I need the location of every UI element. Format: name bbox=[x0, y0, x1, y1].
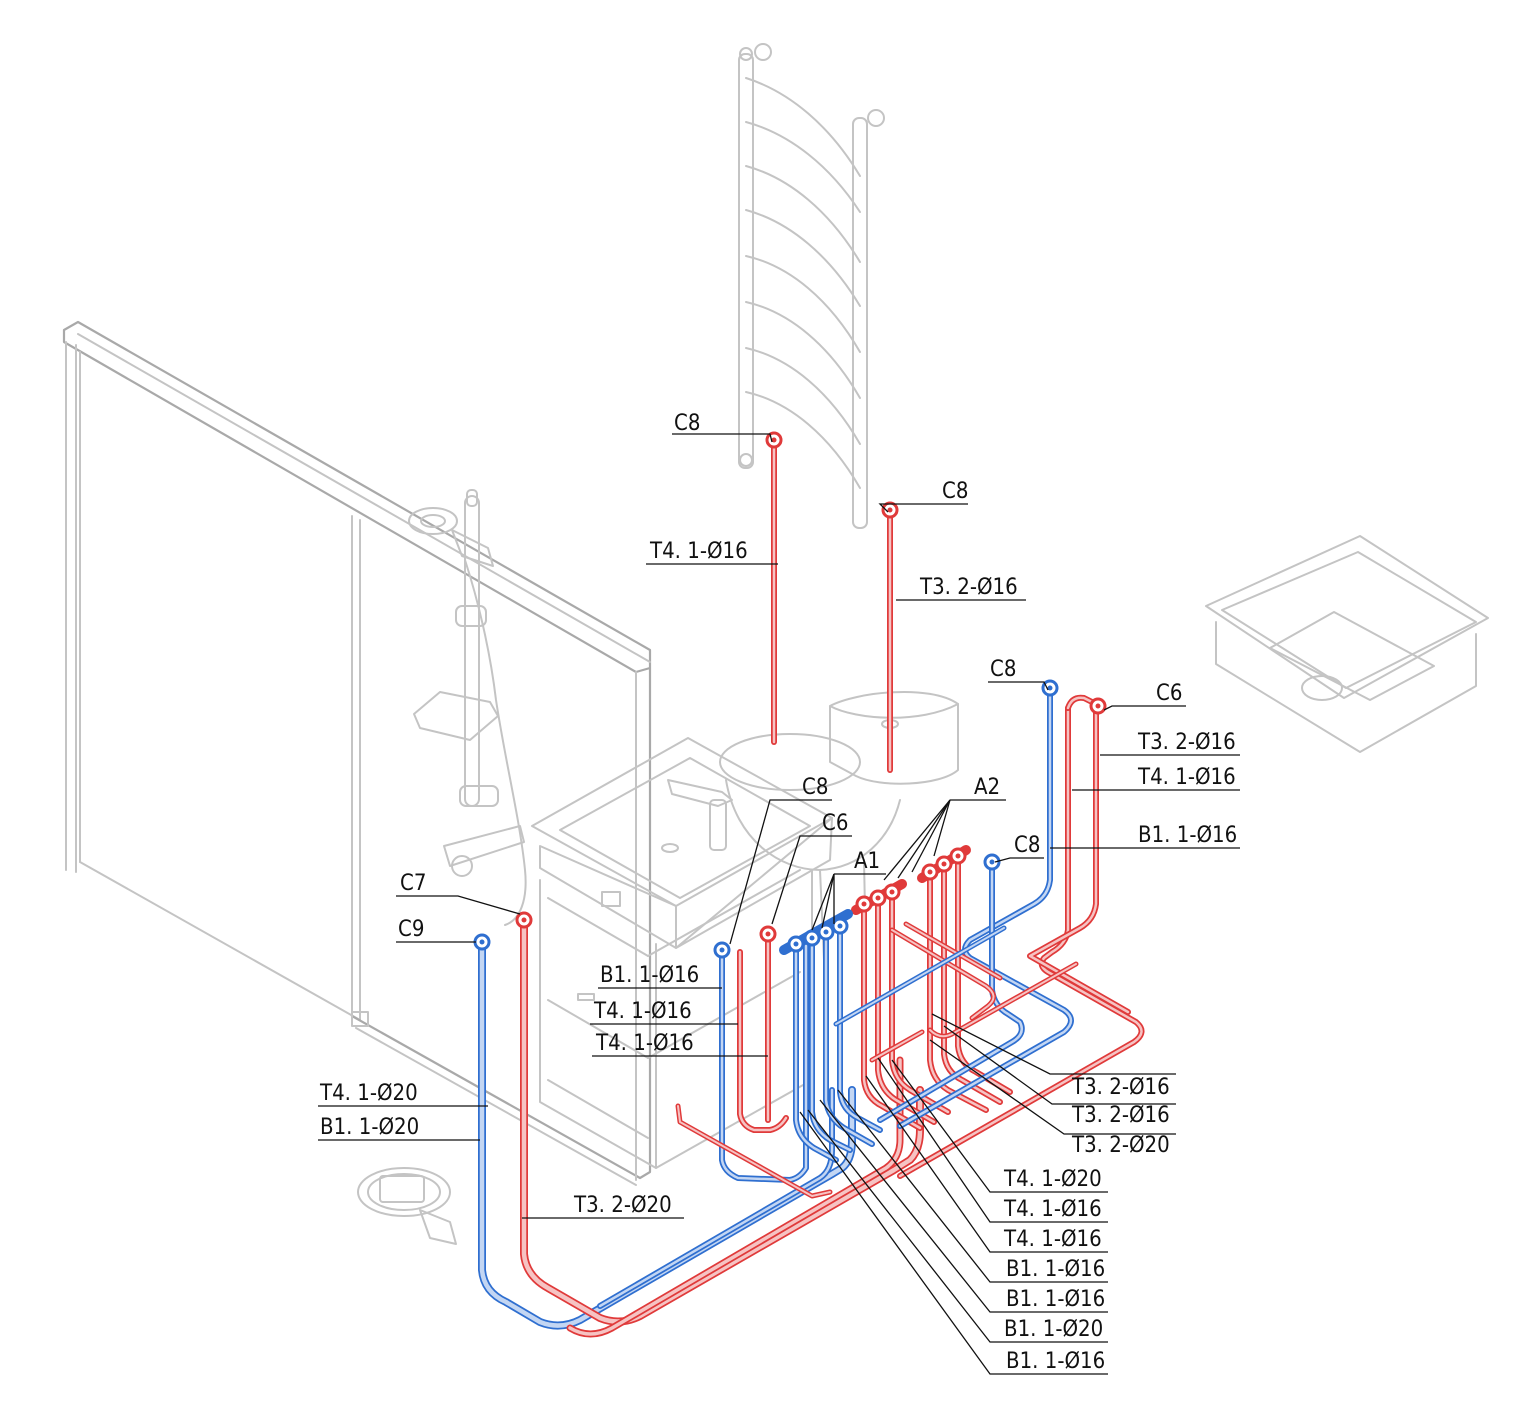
label-t4-shower: Т4. 1-Ø20 bbox=[319, 1081, 418, 1106]
label-a1: А1 bbox=[854, 849, 880, 874]
label-t3-m2: Т3. 2-Ø16 bbox=[1071, 1103, 1170, 1128]
kitchen-sink bbox=[1205, 535, 1489, 753]
valve-c9-shower-center bbox=[479, 939, 485, 945]
shower-enclosure bbox=[62, 320, 652, 1186]
label-c8-towel-left: С8 bbox=[674, 411, 700, 436]
label-b1-b4: В1. 1-Ø16 bbox=[1006, 1349, 1105, 1374]
label-c8-mid: С8 bbox=[1014, 833, 1040, 858]
label-t3-m3: Т3. 2-Ø20 bbox=[1071, 1133, 1170, 1158]
label-b1-shower: В1. 1-Ø20 bbox=[320, 1115, 419, 1140]
label-t4-right: Т4. 1-Ø16 bbox=[1137, 765, 1236, 790]
manifold-a2-6-center bbox=[955, 853, 961, 859]
label-c9: С9 bbox=[398, 917, 424, 942]
pipe-hot-return-core bbox=[929, 963, 1077, 1038]
valve-c7-shower-center bbox=[521, 917, 527, 923]
valve-c8-sink-center bbox=[719, 947, 725, 953]
pipe-b1-shower-core bbox=[479, 941, 855, 1328]
pipe-a2-2-core bbox=[876, 902, 936, 1124]
label-t4-sink-b: Т4. 1-Ø16 bbox=[595, 1031, 694, 1056]
label-t4-sink-a: Т4. 1-Ø16 bbox=[593, 999, 692, 1024]
manifold-a2-1-center bbox=[861, 901, 867, 907]
pipe-b1-kitchen-core bbox=[898, 694, 1073, 1128]
pipe-t3-kitchen-core bbox=[1028, 702, 1130, 1014]
label-t3-towel: Т3. 2-Ø16 bbox=[919, 575, 1018, 600]
manifold-a2-4-center bbox=[927, 869, 933, 875]
valve-c8-towel-right-center bbox=[887, 507, 893, 513]
valves bbox=[473, 431, 1107, 959]
manifold-a1-4-center bbox=[837, 923, 843, 929]
pipe-t3-floor3-core bbox=[871, 1031, 923, 1061]
label-b1-b3: В1. 1-Ø20 bbox=[1004, 1317, 1103, 1342]
label-c8-towel-right: С8 bbox=[942, 479, 968, 504]
pipe-b1-kitchen-outline bbox=[897, 693, 1074, 1129]
pipe-t4-shower-core bbox=[568, 1058, 902, 1336]
label-b1-sink: В1. 1-Ø16 bbox=[600, 963, 699, 988]
pipe-a1-3-core bbox=[824, 936, 874, 1146]
pipe-hot-loop-core bbox=[1066, 696, 1098, 710]
label-t4-towel: Т4. 1-Ø16 bbox=[649, 539, 748, 564]
valve-c8-towel-left-center bbox=[771, 437, 777, 443]
label-a2: А2 bbox=[974, 775, 1000, 800]
valve-c8-mid-center bbox=[989, 859, 995, 865]
piping-network bbox=[478, 441, 1145, 1338]
manifold-a2-5-center bbox=[941, 861, 947, 867]
label-c8-right-cold: С8 bbox=[990, 657, 1016, 682]
pipe-t3-floor-core bbox=[891, 929, 995, 1019]
manifold-a2-3-center bbox=[889, 889, 895, 895]
label-b1-b2: В1. 1-Ø16 bbox=[1006, 1287, 1105, 1312]
manifold-a1-3-center bbox=[823, 929, 829, 935]
manifold-a2-2-center bbox=[875, 895, 881, 901]
label-b1-b1: В1. 1-Ø16 bbox=[1006, 1257, 1105, 1282]
pipe-b1-floor-core bbox=[835, 927, 1005, 1025]
pipe-t3-floor2-core bbox=[905, 923, 1001, 979]
label-t3-shower: Т3. 2-Ø20 bbox=[573, 1193, 672, 1218]
floor-drain bbox=[357, 1167, 457, 1245]
manifold-a1-1-center bbox=[793, 941, 799, 947]
valve-c8-right-center bbox=[1047, 685, 1053, 691]
pipe-b1-sink-core bbox=[720, 944, 808, 1182]
label-t3-m1: Т3. 2-Ø16 bbox=[1071, 1075, 1170, 1100]
valve-c6-right-center bbox=[1095, 703, 1101, 709]
label-c7: С7 bbox=[400, 871, 426, 896]
label-b1-right: В1. 1-Ø16 bbox=[1138, 823, 1237, 848]
label-c6-sink: С6 bbox=[822, 811, 848, 836]
pipe-b1-shower-ret-core bbox=[598, 1088, 834, 1308]
towel-warmer bbox=[738, 43, 885, 529]
pipe-a1-1-core bbox=[794, 948, 838, 1162]
pipe-t4-sink-a-outline bbox=[737, 949, 789, 1133]
pipe-t4-sink-a-core bbox=[738, 950, 788, 1132]
manifold-a1-2-center bbox=[809, 935, 815, 941]
pipe-a2-1-core bbox=[862, 908, 922, 1130]
label-c6-right-hot: С6 bbox=[1156, 681, 1182, 706]
label-t4-b2: Т4. 1-Ø16 bbox=[1003, 1197, 1102, 1222]
label-t3-right: Т3. 2-Ø16 bbox=[1137, 730, 1236, 755]
pipe-a2-5-core bbox=[942, 868, 1002, 1104]
valve-c6-sink-center bbox=[765, 931, 771, 937]
label-c8-sink: С8 bbox=[802, 775, 828, 800]
label-t4-b1: Т4. 1-Ø20 bbox=[1003, 1167, 1102, 1192]
shower-set bbox=[408, 489, 527, 926]
leader-lines bbox=[318, 433, 1240, 1375]
labels: С8 С8 Т4. 1-Ø16 Т3. 2-Ø16 С8 С6 Т3. 2-Ø1… bbox=[319, 411, 1237, 1374]
pipe-a2-4-core bbox=[928, 876, 988, 1112]
label-t4-b3: Т4. 1-Ø16 bbox=[1003, 1227, 1102, 1252]
pipe-t3-sink-core bbox=[677, 1105, 831, 1197]
pipe-a1-2-core bbox=[810, 942, 852, 1152]
